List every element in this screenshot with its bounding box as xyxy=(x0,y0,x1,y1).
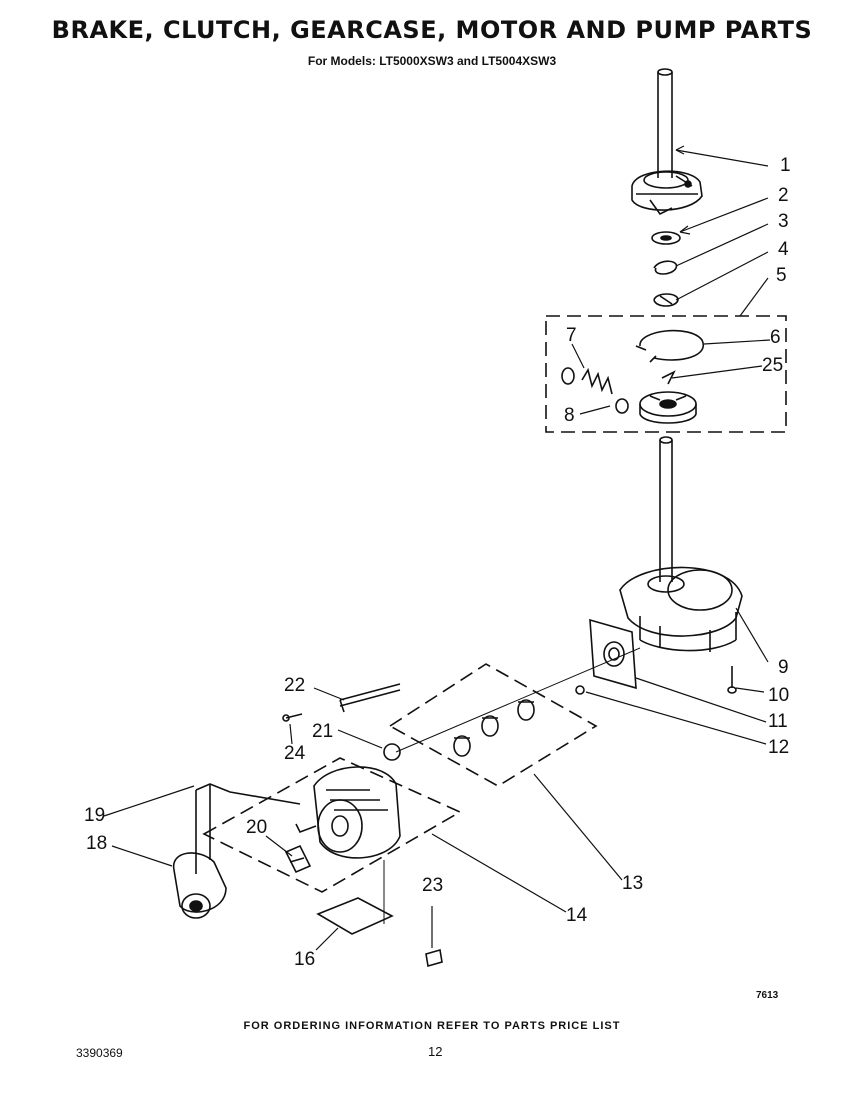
page-number: 12 xyxy=(428,1044,443,1059)
part-25-clip xyxy=(661,370,676,385)
callout-22: 22 xyxy=(284,675,306,696)
motor xyxy=(295,766,401,859)
callout-2: 2 xyxy=(778,185,789,206)
coupling-parts xyxy=(453,699,535,757)
part-12-screw xyxy=(575,685,585,695)
part-9-gearcase xyxy=(619,436,743,652)
callout-8: 8 xyxy=(564,405,575,426)
callout-1: 1 xyxy=(780,155,791,176)
part-8-shoe xyxy=(561,367,629,414)
callout-14: 14 xyxy=(566,905,588,926)
ordering-note: FOR ORDERING INFORMATION REFER TO PARTS … xyxy=(243,1020,621,1032)
callout-3: 3 xyxy=(778,211,789,232)
part-4-clip xyxy=(653,293,679,307)
part-21-bushing xyxy=(383,743,401,761)
part-13-coupling-group-box xyxy=(388,663,598,787)
part-14-motor-group-box xyxy=(202,757,462,893)
part-1-brake-shaft-assembly xyxy=(631,68,703,216)
callout-10: 10 xyxy=(768,685,790,706)
part-18-pump xyxy=(173,852,227,919)
page-title: BRAKE, CLUTCH, GEARCASE, MOTOR AND PUMP … xyxy=(51,16,813,44)
callout-18: 18 xyxy=(86,833,108,854)
callout-24: 24 xyxy=(284,743,306,764)
callout-6: 6 xyxy=(770,327,781,348)
callout-20: 20 xyxy=(246,817,268,838)
model-subtitle: For Models: LT5000XSW3 and LT5004XSW3 xyxy=(307,54,557,68)
callout-4: 4 xyxy=(778,239,789,260)
part-11-seal-plate xyxy=(589,618,637,690)
callout-7: 7 xyxy=(566,325,577,346)
callout-5: 5 xyxy=(776,265,787,286)
callout-25: 25 xyxy=(762,355,784,376)
part-23-plug xyxy=(425,948,443,968)
callout-11: 11 xyxy=(768,711,788,732)
part-3-clip xyxy=(653,260,678,275)
part-16-shield xyxy=(316,897,394,935)
part-20-switch xyxy=(284,844,312,874)
callout-12: 12 xyxy=(768,737,790,758)
callout-19: 19 xyxy=(84,805,106,826)
callout-16: 16 xyxy=(294,949,316,970)
callout-9: 9 xyxy=(778,657,789,678)
assembly-axis-line xyxy=(395,647,641,753)
figure-number: 7613 xyxy=(756,990,779,1001)
part-7-spring xyxy=(581,367,613,395)
part-22-bracket xyxy=(339,683,401,713)
part-6-clutch-band xyxy=(635,329,705,363)
part-2-washer xyxy=(651,231,681,245)
callout-23: 23 xyxy=(422,875,444,896)
document-number: 3390369 xyxy=(76,1046,123,1060)
callout-13: 13 xyxy=(622,873,644,894)
part-19-hose xyxy=(195,783,301,874)
part-24-screw xyxy=(282,713,303,722)
callout-leader-lines xyxy=(103,145,771,951)
part-10-bolt xyxy=(727,666,737,694)
callout-21: 21 xyxy=(312,721,334,742)
clutch-drum xyxy=(639,391,697,424)
part-5-clutch-group-box xyxy=(545,315,787,433)
